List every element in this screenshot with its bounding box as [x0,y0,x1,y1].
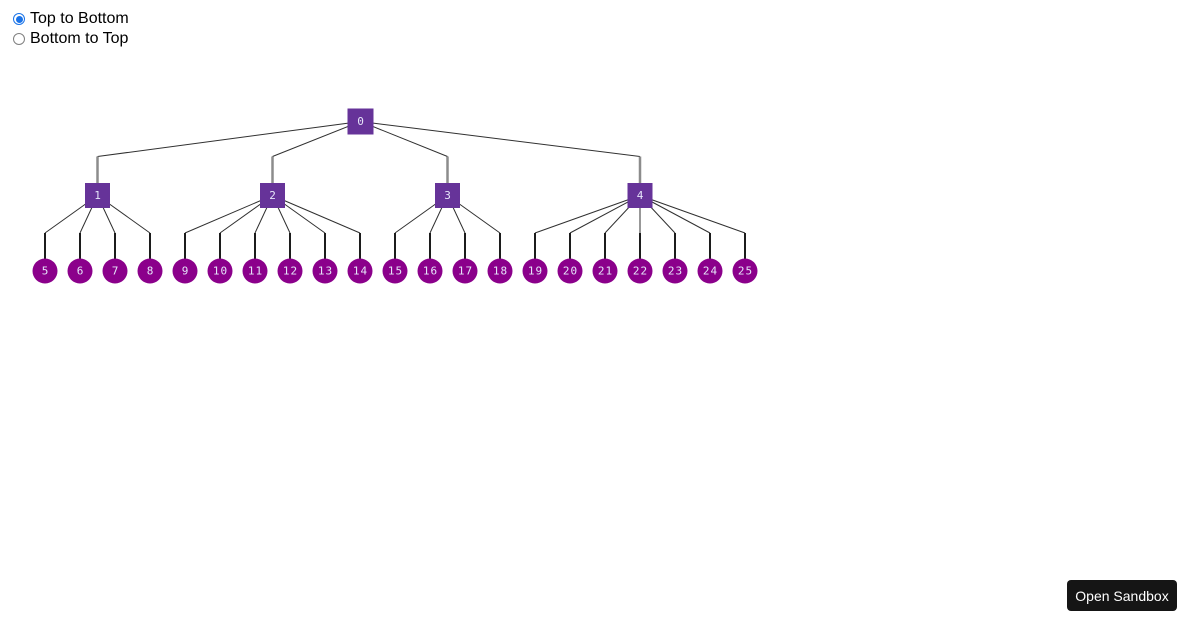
tree-node-circle[interactable] [172,258,198,284]
tree-node-label: 15 [388,265,403,278]
tree-node-11[interactable]: 11 [242,258,268,284]
tree-node-square[interactable] [85,183,110,208]
tree-node-23[interactable]: 23 [662,258,688,284]
tree-node-25[interactable]: 25 [732,258,758,284]
tree-node-label: 18 [493,265,508,278]
tree-node-circle[interactable] [137,258,163,284]
tree-node-circle[interactable] [67,258,93,284]
tree-link [97,121,361,157]
tree-node-circle[interactable] [592,258,618,284]
tree-node-label: 13 [318,265,333,278]
radio-option-top-to-bottom[interactable]: Top to Bottom [13,9,129,29]
tree-node-12[interactable]: 12 [277,258,303,284]
tree-node-label: 24 [703,265,718,278]
tree-node-circle[interactable] [277,258,303,284]
tree-node-label: 19 [528,265,543,278]
tree-link [360,121,448,157]
tree-link [272,195,361,234]
tree-node-label: 23 [668,265,683,278]
tree-node-circle[interactable] [417,258,443,284]
tree-node-10[interactable]: 10 [207,258,233,284]
tree-node-label: 1 [94,189,102,202]
tree-node-circle[interactable] [522,258,548,284]
radio-option-bottom-to-top[interactable]: Bottom to Top [13,29,129,49]
tree-node-22[interactable]: 22 [627,258,653,284]
tree-node-16[interactable]: 16 [417,258,443,284]
tree-node-0[interactable]: 0 [347,108,374,135]
tree-node-square[interactable] [347,108,374,135]
tree-node-8[interactable]: 8 [137,258,163,284]
tree-node-20[interactable]: 20 [557,258,583,284]
tree-node-circle[interactable] [557,258,583,284]
tree-node-square[interactable] [627,183,653,208]
tree-node-label: 5 [42,265,50,278]
tree-node-square[interactable] [260,183,285,208]
tree-node-label: 12 [283,265,298,278]
tree-node-label: 22 [633,265,648,278]
tree-node-label: 6 [77,265,85,278]
tree-node-circle[interactable] [732,258,758,284]
orientation-radio-group: Top to Bottom Bottom to Top [13,9,129,49]
tree-link [184,195,273,234]
tree-node-18[interactable]: 18 [487,258,513,284]
tree-link [534,195,641,234]
tree-node-13[interactable]: 13 [312,258,338,284]
tree-node-14[interactable]: 14 [347,258,373,284]
tree-node-17[interactable]: 17 [452,258,478,284]
tree-node-circle[interactable] [697,258,723,284]
tree-node-circle[interactable] [382,258,408,284]
tree-node-24[interactable]: 24 [697,258,723,284]
tree-node-2[interactable]: 2 [260,183,285,208]
tree-node-circle[interactable] [627,258,653,284]
radio-label-bottom-to-top: Bottom to Top [30,30,129,47]
tree-node-3[interactable]: 3 [435,183,460,208]
tree-node-label: 20 [563,265,578,278]
tree-node-label: 0 [357,115,365,128]
tree-node-label: 9 [182,265,190,278]
tree-node-6[interactable]: 6 [67,258,93,284]
tree-node-1[interactable]: 1 [85,183,110,208]
tree-node-15[interactable]: 15 [382,258,408,284]
tree-node-label: 25 [738,265,753,278]
tree-node-circle[interactable] [312,258,338,284]
tree-node-circle[interactable] [207,258,233,284]
tree-node-label: 3 [444,189,452,202]
tree-node-4[interactable]: 4 [627,183,653,208]
tree-node-label: 7 [112,265,120,278]
tree-node-label: 11 [248,265,263,278]
tree-node-19[interactable]: 19 [522,258,548,284]
tree-link [639,195,746,234]
tree-node-label: 4 [637,189,645,202]
tree-node-square[interactable] [435,183,460,208]
tree-node-5[interactable]: 5 [32,258,58,284]
tree-node-circle[interactable] [347,258,373,284]
tree-node-label: 10 [213,265,228,278]
tree-link [272,121,361,157]
tree-node-label: 8 [147,265,155,278]
tree-link [360,121,641,157]
radio-label-top-to-bottom: Top to Bottom [30,10,129,27]
tree-node-circle[interactable] [32,258,58,284]
tree-node-label: 17 [458,265,473,278]
tree-node-label: 2 [269,189,277,202]
tree-node-circle[interactable] [242,258,268,284]
radio-input-top-to-bottom[interactable] [13,13,25,25]
tree-node-9[interactable]: 9 [172,258,198,284]
tree-node-circle[interactable] [102,258,128,284]
tree-node-circle[interactable] [487,258,513,284]
open-sandbox-button[interactable]: Open Sandbox [1067,580,1177,611]
tree-node-circle[interactable] [452,258,478,284]
tree-node-21[interactable]: 21 [592,258,618,284]
tree-node-circle[interactable] [662,258,688,284]
tree-node-label: 14 [353,265,368,278]
tree-node-label: 21 [598,265,613,278]
radio-input-bottom-to-top[interactable] [13,33,25,45]
tree-node-label: 16 [423,265,438,278]
tree-node-7[interactable]: 7 [102,258,128,284]
